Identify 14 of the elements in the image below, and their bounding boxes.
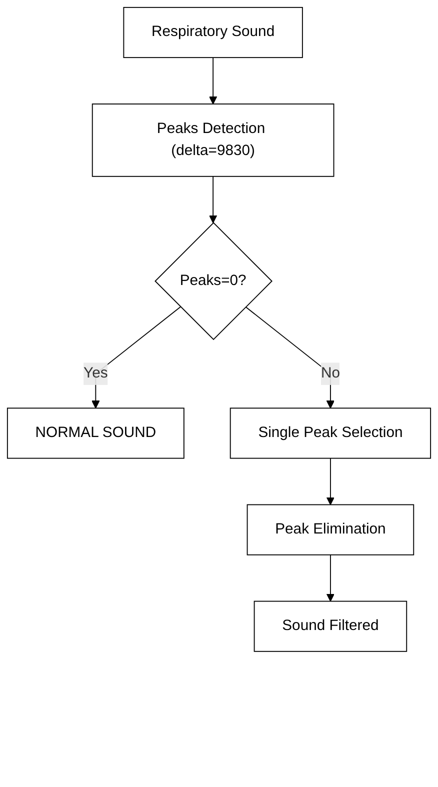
node-box: NORMAL SOUND <box>6 408 184 459</box>
node-box: Single Peak Selection <box>230 408 432 459</box>
node-box: Respiratory Sound <box>123 6 303 58</box>
arrow <box>208 176 218 224</box>
node-box: Peaks Detection (delta=9830) <box>92 104 334 177</box>
edge-label: No <box>320 365 340 382</box>
arrow <box>326 458 335 506</box>
arrow <box>326 554 335 602</box>
node-diamond: Peaks=0? <box>154 222 272 340</box>
node-box: Sound Filtered <box>254 600 408 652</box>
node-box: Peak Elimination <box>246 504 414 556</box>
arrow <box>245 306 335 409</box>
arrow <box>208 57 218 104</box>
edge-label: Yes <box>84 365 108 382</box>
